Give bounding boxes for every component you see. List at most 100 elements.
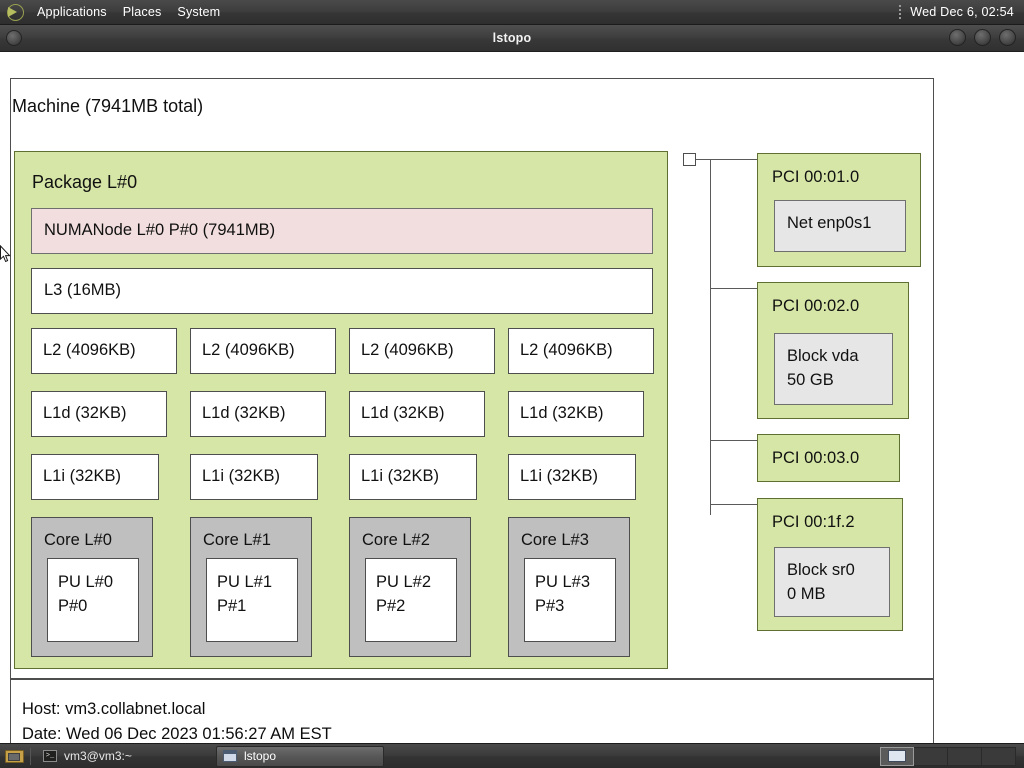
gnome-foot-icon[interactable]	[4, 3, 26, 21]
l2-cache-label: L2 (4096KB)	[43, 341, 136, 359]
mouse-cursor	[0, 245, 11, 263]
taskbar-item-lstopo[interactable]: lstopo	[216, 745, 384, 767]
machine-label: Machine (7941MB total)	[12, 96, 204, 116]
l1i-cache-box[interactable]: L1i (32KB)	[349, 454, 477, 500]
l2-cache-box[interactable]: L2 (4096KB)	[508, 328, 654, 374]
pci-device-box[interactable]: Block sr0 0 MB	[774, 547, 890, 617]
tree-line-branch	[710, 288, 757, 289]
l1i-cache-box[interactable]: L1i (32KB)	[508, 454, 636, 500]
pci-device-size: 0 MB	[787, 585, 826, 603]
date-line: Date: Wed 06 Dec 2023 01:56:27 AM EST	[22, 725, 332, 743]
l1d-cache-label: L1d (32KB)	[202, 404, 286, 422]
window-icon	[223, 750, 237, 762]
core-box[interactable]: Core L#0 PU L#0 P#0	[31, 517, 153, 657]
gnome-foot-circle	[6, 3, 24, 21]
core-row: Core L#0 PU L#0 P#0 Core L#1 PU L#1 P#1 …	[31, 517, 653, 657]
workspace-2[interactable]	[914, 746, 948, 766]
workspace-4[interactable]	[982, 746, 1016, 766]
tree-line-trunk	[710, 159, 711, 515]
pci-label: PCI 00:1f.2	[772, 513, 855, 531]
menu-applications[interactable]: Applications	[37, 4, 107, 19]
core-box[interactable]: Core L#3 PU L#3 P#3	[508, 517, 630, 657]
l1i-cache-box[interactable]: L1i (32KB)	[190, 454, 318, 500]
taskbar-item-label: lstopo	[244, 749, 277, 763]
l1i-cache-label: L1i (32KB)	[361, 467, 439, 485]
tree-line-branch	[710, 440, 757, 441]
pci-device-size: 50 GB	[787, 371, 834, 389]
host-bridge-square[interactable]	[683, 153, 696, 166]
workspace-1[interactable]	[880, 746, 914, 766]
pu-logical-label: PU L#0	[58, 573, 114, 591]
l1i-cache-label: L1i (32KB)	[202, 467, 280, 485]
workspace-3[interactable]	[948, 746, 982, 766]
clock[interactable]: Wed Dec 6, 02:54	[910, 5, 1014, 19]
l1d-cache-box[interactable]: L1d (32KB)	[190, 391, 326, 437]
numanode-box[interactable]: NUMANode L#0 P#0 (7941MB)	[31, 208, 653, 254]
package-label: Package L#0	[32, 172, 138, 192]
gnome-top-panel: Applications Places System Wed Dec 6, 02…	[0, 0, 1024, 25]
maximize-button[interactable]	[974, 29, 991, 46]
l2-cache-box[interactable]: L2 (4096KB)	[31, 328, 177, 374]
menu-places[interactable]: Places	[122, 4, 162, 19]
core-label: Core L#0	[44, 531, 112, 549]
taskbar-item-terminal[interactable]: >_ vm3@vm3:~	[36, 746, 216, 767]
pu-logical-label: PU L#2	[376, 573, 432, 591]
l2-cache-label: L2 (4096KB)	[520, 341, 613, 359]
l1d-cache-box[interactable]: L1d (32KB)	[349, 391, 485, 437]
window-controls	[949, 29, 1016, 46]
pci-device-box[interactable]: Net enp0s1	[774, 200, 906, 252]
pu-logical-label: PU L#3	[535, 573, 591, 591]
core-box[interactable]: Core L#2 PU L#2 P#2	[349, 517, 471, 657]
lstopo-window: lstopo Machine (7941MB total) Package L#…	[0, 25, 1024, 754]
menu-system[interactable]: System	[177, 4, 221, 19]
pu-box[interactable]: PU L#2 P#2	[365, 558, 457, 642]
l1d-cache-label: L1d (32KB)	[520, 404, 604, 422]
pu-box[interactable]: PU L#0 P#0	[47, 558, 139, 642]
l2-cache-box[interactable]: L2 (4096KB)	[349, 328, 495, 374]
numanode-label: NUMANode L#0 P#0 (7941MB)	[44, 221, 276, 239]
pu-physical-label: P#2	[376, 597, 406, 615]
host-line: Host: vm3.collabnet.local	[22, 700, 206, 718]
pci-box[interactable]: PCI 00:01.0 Net enp0s1	[757, 153, 921, 267]
l1i-cache-label: L1i (32KB)	[43, 467, 121, 485]
l1i-cache-row: L1i (32KB) L1i (32KB) L1i (32KB) L1i (32…	[31, 454, 653, 500]
tree-line-branch	[710, 504, 757, 505]
window-titlebar[interactable]: lstopo	[0, 25, 1024, 52]
pu-box[interactable]: PU L#3 P#3	[524, 558, 616, 642]
pci-label: PCI 00:02.0	[772, 297, 860, 315]
terminal-icon: >_	[43, 750, 57, 762]
panel-grip-icon	[899, 5, 902, 19]
show-desktop-icon[interactable]	[4, 747, 26, 766]
l1i-cache-box[interactable]: L1i (32KB)	[31, 454, 159, 500]
pci-label: PCI 00:03.0	[772, 449, 860, 467]
core-box[interactable]: Core L#1 PU L#1 P#1	[190, 517, 312, 657]
l2-cache-box[interactable]: L2 (4096KB)	[190, 328, 336, 374]
window-menu-icon[interactable]	[6, 30, 22, 46]
taskbar-divider	[30, 747, 31, 765]
l1d-cache-box[interactable]: L1d (32KB)	[508, 391, 644, 437]
pci-box[interactable]: PCI 00:02.0 Block vda 50 GB	[757, 282, 909, 419]
package-box[interactable]: Package L#0 NUMANode L#0 P#0 (7941MB) L3…	[14, 151, 668, 669]
l1d-cache-box[interactable]: L1d (32KB)	[31, 391, 167, 437]
taskbar-item-label: vm3@vm3:~	[64, 749, 132, 763]
pci-device-name: Net enp0s1	[787, 214, 872, 232]
l2-cache-label: L2 (4096KB)	[202, 341, 295, 359]
gnome-foot-triangle	[8, 7, 17, 17]
pci-device-name: Block sr0	[787, 561, 855, 579]
taskbar: >_ vm3@vm3:~ lstopo	[0, 743, 1024, 768]
close-button[interactable]	[999, 29, 1016, 46]
lstopo-canvas[interactable]: Machine (7941MB total) Package L#0 NUMAN…	[0, 52, 1024, 754]
l1d-cache-label: L1d (32KB)	[43, 404, 127, 422]
tree-line-stub	[696, 159, 710, 160]
core-label: Core L#1	[203, 531, 271, 549]
l3-cache-box[interactable]: L3 (16MB)	[31, 268, 653, 314]
pci-device-box[interactable]: Block vda 50 GB	[774, 333, 893, 405]
pu-box[interactable]: PU L#1 P#1	[206, 558, 298, 642]
minimize-button[interactable]	[949, 29, 966, 46]
pu-physical-label: P#1	[217, 597, 247, 615]
window-title: lstopo	[492, 31, 532, 45]
tree-line-branch	[710, 159, 757, 160]
workspace-switcher[interactable]	[880, 746, 1024, 766]
pci-box[interactable]: PCI 00:03.0	[757, 434, 900, 482]
pci-box[interactable]: PCI 00:1f.2 Block sr0 0 MB	[757, 498, 903, 631]
